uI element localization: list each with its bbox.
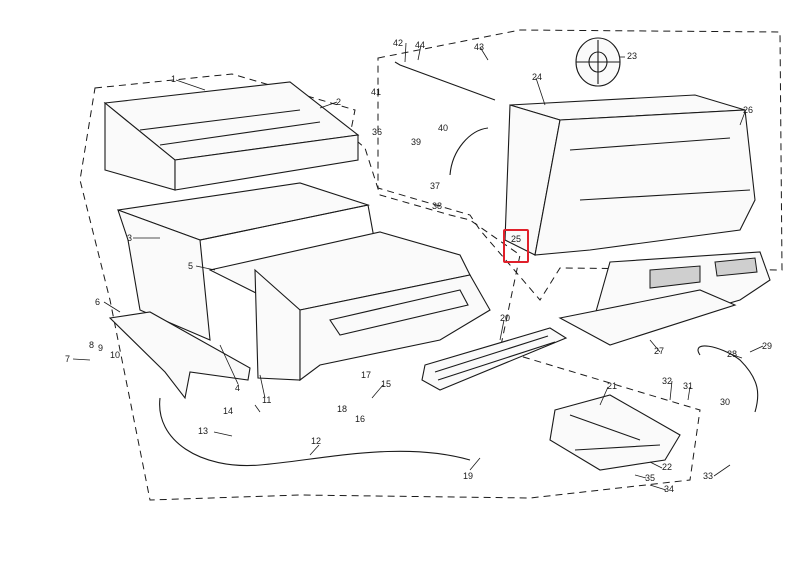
callout-4: 4 bbox=[235, 383, 241, 393]
callout-43: 43 bbox=[474, 42, 485, 52]
callout-31: 31 bbox=[683, 381, 694, 391]
part-rod bbox=[394, 61, 496, 101]
part-mount bbox=[549, 394, 681, 471]
module-outline bbox=[377, 29, 783, 301]
callout-21: 21 bbox=[607, 381, 618, 391]
part-radiator-housing bbox=[504, 94, 756, 256]
callout-34: 34 bbox=[664, 484, 675, 494]
part-lower-tray bbox=[117, 182, 379, 341]
callout-16: 16 bbox=[355, 414, 366, 424]
callout-15: 15 bbox=[381, 379, 392, 389]
part-tray bbox=[103, 81, 360, 191]
callout-33: 33 bbox=[703, 471, 714, 481]
callout-38: 38 bbox=[432, 201, 443, 211]
part-heater-body bbox=[208, 231, 491, 382]
callout-42: 42 bbox=[393, 38, 404, 48]
callout-27: 27 bbox=[654, 346, 665, 356]
callout-41: 41 bbox=[371, 87, 382, 97]
callout-1: 1 bbox=[171, 74, 177, 84]
callout-23: 23 bbox=[627, 51, 638, 61]
callout-26: 26 bbox=[743, 105, 754, 115]
callout-37: 37 bbox=[430, 181, 441, 191]
part-cable bbox=[159, 397, 471, 467]
part-duct bbox=[558, 251, 771, 346]
callout-3: 3 bbox=[127, 233, 133, 243]
callout-22: 22 bbox=[662, 462, 673, 472]
callout-7: 7 bbox=[65, 354, 71, 364]
callout-8: 8 bbox=[89, 340, 95, 350]
callout-18: 18 bbox=[337, 404, 348, 414]
part-pipe bbox=[449, 127, 489, 176]
callout-12: 12 bbox=[311, 436, 322, 446]
callout-30: 30 bbox=[720, 397, 731, 407]
callout-25-highlight bbox=[503, 229, 529, 263]
callout-36: 36 bbox=[372, 127, 383, 137]
callout-9: 9 bbox=[98, 343, 104, 353]
callout-40: 40 bbox=[438, 123, 449, 133]
callout-10: 10 bbox=[110, 350, 121, 360]
part-filter-frame bbox=[421, 327, 568, 391]
part-fan bbox=[575, 37, 621, 87]
callout-25: 25 bbox=[511, 234, 522, 244]
callout-20: 20 bbox=[500, 313, 511, 323]
callout-29: 29 bbox=[762, 341, 773, 351]
assembly-outline bbox=[79, 73, 701, 501]
callout-14: 14 bbox=[223, 406, 234, 416]
callout-39: 39 bbox=[411, 137, 422, 147]
callout-2: 2 bbox=[336, 97, 342, 107]
callout-17: 17 bbox=[361, 370, 372, 380]
callout-11: 11 bbox=[262, 395, 272, 405]
callout-19: 19 bbox=[463, 471, 474, 481]
callout-6: 6 bbox=[95, 297, 101, 307]
callout-13: 13 bbox=[198, 426, 209, 436]
callout-24: 24 bbox=[532, 72, 543, 82]
callout-5: 5 bbox=[188, 261, 194, 271]
callout-28: 28 bbox=[727, 349, 738, 359]
part-wire bbox=[697, 345, 759, 413]
callout-32: 32 bbox=[662, 376, 673, 386]
callout-35: 35 bbox=[645, 473, 656, 483]
callout-44: 44 bbox=[415, 40, 426, 50]
part-bracket bbox=[108, 311, 251, 400]
leader-lines bbox=[72, 42, 764, 491]
